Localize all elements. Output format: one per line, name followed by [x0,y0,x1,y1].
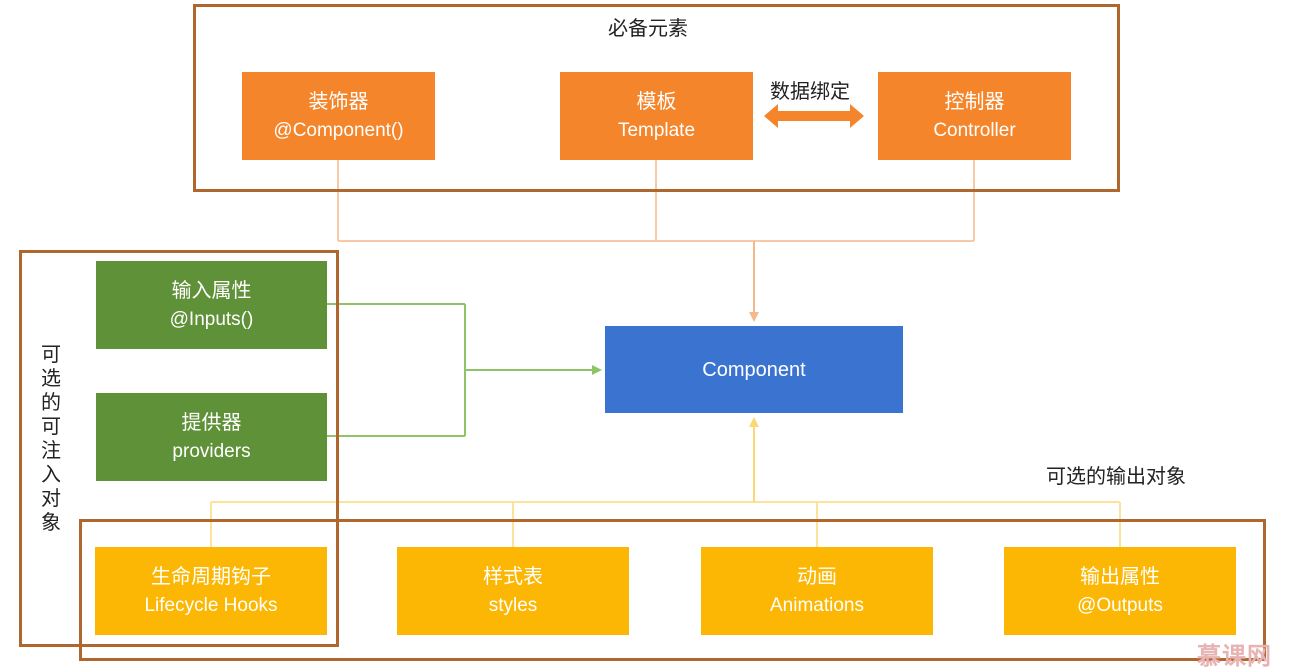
output-connector [210,417,1121,548]
styles-zh-label: 样式表 [483,564,543,588]
lifecycle-en-label: Lifecycle Hooks [144,595,278,616]
inputs-box: 输入属性 @Inputs() [96,261,327,349]
animations-en-label: Animations [770,595,864,616]
inputs-zh-label: 输入属性 [171,278,252,302]
controller-zh-label: 控制器 [944,89,1005,113]
outputs-zh-label: 输出属性 [1080,564,1160,588]
providers-box: 提供器 providers [96,393,327,481]
decorator-en-label: @Component() [273,120,404,141]
controller-box: 控制器 Controller [878,72,1071,160]
decorator-box: 装饰器 @Component() [242,72,435,160]
data-binding-label: 数据绑定 [770,79,850,103]
watermark-logo: 慕课网 [1197,642,1272,670]
injectable-frame [19,250,339,647]
decorator-zh-label: 装饰器 [308,89,369,113]
styles-en-label: styles [488,595,538,616]
outputs-en-label: @Outputs [1077,595,1163,616]
providers-en-label: providers [172,441,251,462]
component-box: Component [605,326,903,413]
providers-zh-label: 提供器 [181,410,242,434]
injectable-title: 可选的可注入对象 [41,342,61,534]
inputs-en-label: @Inputs() [169,309,254,330]
outputs-box: 输出属性 @Outputs [1004,547,1236,635]
outputs-group-title: 可选的输出对象 [1046,464,1186,488]
animations-box: 动画 Animations [701,547,933,635]
outputs-frame [79,519,1266,661]
component-label: Component [702,358,806,381]
styles-box: 样式表 styles [397,547,629,635]
controller-en-label: Controller [933,120,1016,141]
template-box: 模板 Template [560,72,753,160]
required-elements-title: 必备元素 [608,16,688,40]
required-connector [337,160,975,322]
binding-double-arrow [764,104,864,128]
template-zh-label: 模板 [636,89,677,113]
lifecycle-hooks-box: 生命周期钩子 Lifecycle Hooks [95,547,327,635]
required-elements-frame [193,4,1120,192]
animations-zh-label: 动画 [797,564,837,588]
injectable-connector [327,303,602,437]
lifecycle-zh-label: 生命周期钩子 [151,564,271,588]
template-en-label: Template [617,120,696,141]
